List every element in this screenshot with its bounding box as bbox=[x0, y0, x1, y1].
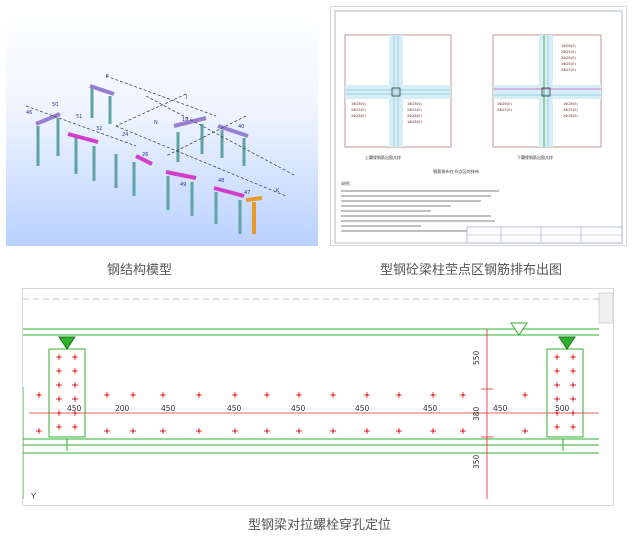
caption-rebar-drawing: 型钢砼梁柱茔点区钢筋排布出图 bbox=[380, 263, 563, 278]
svg-text:49: 49 bbox=[180, 182, 186, 188]
svg-text:1Φ28(0): 1Φ28(0) bbox=[561, 44, 576, 48]
beam-bolt-hole-drawing: 450 200 450 450 450 450 450 450 500 550 … bbox=[22, 288, 614, 506]
dim-label: 500 bbox=[555, 404, 570, 413]
stiffener-plate-right bbox=[546, 348, 584, 438]
dim-label-vertical: 550 bbox=[472, 350, 481, 365]
notes-text-lines bbox=[341, 190, 499, 232]
left-view-title: 上翼缘钢筋出图大样 bbox=[365, 154, 401, 160]
steel-structure-model-view: 46 50 51 32 24 26 19 40 49 48 47 K F J N bbox=[6, 6, 318, 246]
svg-text:2Φ25(0): 2Φ25(0) bbox=[351, 108, 366, 112]
bolt-hole-row bbox=[36, 392, 528, 434]
dim-label-vertical: 380 bbox=[472, 406, 481, 421]
svg-text:K: K bbox=[276, 188, 280, 194]
notes-label: 说明： bbox=[341, 180, 354, 187]
rebar-drawing-sheet: 1Φ28(0) 2Φ25(0) 2Φ28(0) 1Φ28(0) 2Φ25(0) 2Φ28… bbox=[334, 10, 623, 244]
dim-label: 450 bbox=[67, 404, 82, 413]
bolt-hole-group-left bbox=[56, 354, 78, 430]
svg-text:1Φ28(0): 1Φ28(0) bbox=[351, 102, 366, 106]
svg-text:J: J bbox=[185, 94, 187, 100]
column-marker-right bbox=[558, 336, 576, 350]
beam-outline bbox=[23, 328, 599, 499]
left-detail: 1Φ28(0) 2Φ25(0) 2Φ28(0) 1Φ28(0) 2Φ25(0) 2Φ28… bbox=[344, 34, 452, 160]
svg-text:2Φ25(0): 2Φ25(0) bbox=[563, 108, 578, 112]
svg-text:51: 51 bbox=[76, 114, 82, 120]
dim-label: 450 bbox=[423, 404, 438, 413]
dim-label: 450 bbox=[493, 404, 508, 413]
svg-text:2Φ28(0): 2Φ28(0) bbox=[407, 114, 422, 118]
scroll-handle[interactable] bbox=[598, 292, 613, 324]
svg-text:24: 24 bbox=[122, 132, 128, 138]
dim-label: 450 bbox=[227, 404, 242, 413]
column-marker-left bbox=[58, 336, 76, 350]
svg-text:2Φ25(0): 2Φ25(0) bbox=[497, 108, 512, 112]
title-block bbox=[466, 226, 623, 244]
svg-text:2Φ28(0): 2Φ28(0) bbox=[351, 114, 366, 118]
svg-text:2Φ28(0): 2Φ28(0) bbox=[563, 114, 578, 118]
dim-label: 200 bbox=[115, 404, 130, 413]
svg-text:2Φ25(0): 2Φ25(0) bbox=[407, 108, 422, 112]
svg-text:1Φ28(0): 1Φ28(0) bbox=[497, 102, 512, 106]
axis-label-y: Y bbox=[30, 492, 36, 501]
caption-bolt-positioning: 型钢梁对拉螺栓穿孔定位 bbox=[248, 518, 392, 533]
svg-text:40: 40 bbox=[238, 124, 244, 130]
svg-text:47: 47 bbox=[244, 190, 250, 196]
right-detail: 1Φ28(0) 2Φ25(0) 2Φ28(0) 1Φ28(0) 2Φ25(0) 1Φ2… bbox=[492, 34, 602, 160]
svg-text:48: 48 bbox=[218, 178, 224, 184]
svg-text:1Φ28(0): 1Φ28(0) bbox=[563, 102, 578, 106]
rebar-layout-drawing: 1Φ28(0) 2Φ25(0) 2Φ28(0) 1Φ28(0) 2Φ25(0) 2Φ28… bbox=[330, 6, 627, 246]
cad-viewport: 450 200 450 450 450 450 450 450 500 550 … bbox=[23, 292, 613, 501]
svg-text:2Φ28(0): 2Φ28(0) bbox=[561, 56, 576, 60]
dim-label-vertical: 350 bbox=[472, 454, 481, 469]
column-marker-mid bbox=[510, 322, 528, 336]
right-view-title: 下翼缘钢筋出图大样 bbox=[517, 154, 553, 160]
dim-label: 450 bbox=[291, 404, 306, 413]
svg-text:2Φ25(0): 2Φ25(0) bbox=[561, 68, 576, 72]
dim-label: 450 bbox=[355, 404, 370, 413]
dim-label: 450 bbox=[161, 404, 176, 413]
svg-text:2Φ25(0): 2Φ25(0) bbox=[561, 50, 576, 54]
svg-text:50: 50 bbox=[52, 102, 58, 108]
svg-text:F: F bbox=[106, 74, 109, 80]
drawing-subtitle: 钢筋排布在节点区的排布 bbox=[433, 168, 479, 175]
steel-model-render: 46 50 51 32 24 26 19 40 49 48 47 K F J N bbox=[25, 74, 297, 234]
svg-text:1Φ28(0): 1Φ28(0) bbox=[561, 62, 576, 66]
svg-text:1Φ28(0): 1Φ28(0) bbox=[407, 120, 422, 124]
svg-text:N: N bbox=[154, 120, 158, 126]
svg-text:32: 32 bbox=[96, 126, 102, 132]
svg-text:26: 26 bbox=[142, 152, 148, 158]
svg-text:1Φ28(0): 1Φ28(0) bbox=[407, 102, 422, 106]
caption-steel-model: 钢结构模型 bbox=[107, 263, 173, 278]
svg-text:19: 19 bbox=[182, 117, 188, 123]
bolt-hole-group-right bbox=[554, 354, 576, 430]
svg-text:46: 46 bbox=[26, 110, 32, 116]
stiffener-plate-left bbox=[48, 348, 86, 438]
